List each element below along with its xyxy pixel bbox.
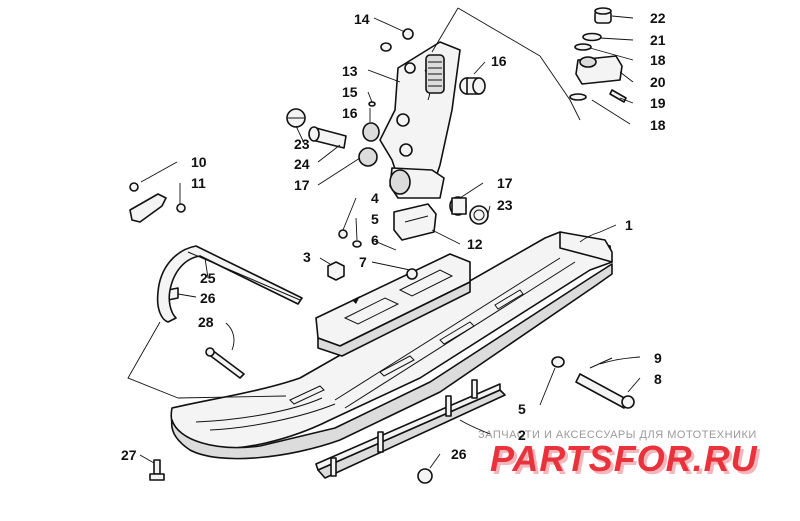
wear-bar (315, 379, 506, 479)
callout-3: 3 (303, 249, 311, 265)
ski-body (170, 231, 613, 460)
callout-16-upper: 16 (491, 53, 507, 69)
callout-26-lower: 26 (451, 446, 467, 462)
callout-10: 10 (191, 154, 207, 170)
callout-19: 19 (650, 95, 666, 111)
callout-18-lower: 18 (650, 117, 666, 133)
watermark-logo-shadow: PARTSFOR.RU (493, 441, 761, 482)
callout-4: 4 (371, 190, 379, 206)
watermark-tagline: ЗАПЧАСТИ И АКСЕССУАРЫ ДЛЯ МОТОТЕХНИКИ (478, 429, 757, 441)
callout-14: 14 (354, 11, 370, 27)
callout-17-right: 17 (497, 175, 513, 191)
callout-8: 8 (654, 371, 662, 387)
callout-22: 22 (650, 10, 666, 26)
callout-11: 11 (191, 175, 206, 191)
callout-12: 12 (467, 236, 483, 252)
callout-26-upper: 26 (200, 290, 216, 306)
leader-lines (139, 15, 641, 469)
stop-block (393, 203, 437, 241)
watermark: ЗАПЧАСТИ И АКСЕССУАРЫ ДЛЯ МОТОТЕХНИКИ PA… (478, 429, 761, 482)
callout-18-upper: 18 (650, 52, 666, 68)
callout-20: 20 (650, 74, 666, 90)
spindle-arm (379, 41, 461, 199)
callout-labels: 1 2 3 4 5 5 6 7 8 9 10 11 12 13 14 15 16… (121, 10, 666, 463)
callout-23-right: 23 (497, 197, 513, 213)
callout-7: 7 (359, 254, 367, 270)
fasteners (149, 28, 635, 484)
callout-15: 15 (342, 84, 358, 100)
callout-25: 25 (200, 270, 216, 286)
ski-handle (156, 245, 303, 323)
callout-24: 24 (294, 156, 310, 172)
callout-9: 9 (654, 350, 662, 366)
callout-23-left: 23 (294, 136, 310, 152)
callout-5-upper: 5 (371, 211, 379, 227)
callout-17-left: 17 (294, 177, 310, 193)
callout-5-lower: 5 (518, 401, 526, 417)
callout-1: 1 (625, 217, 633, 233)
callout-21: 21 (650, 32, 666, 48)
shock-mount (569, 7, 627, 103)
tie-down-bracket (129, 182, 186, 223)
callout-28: 28 (198, 314, 214, 330)
assembly-lines (127, 7, 581, 399)
bushings (286, 77, 489, 225)
callout-2: 2 (518, 427, 526, 443)
ski-saddle (315, 253, 471, 357)
watermark-logo: PARTSFOR.RU (490, 438, 758, 479)
callout-6: 6 (371, 232, 379, 248)
callout-16-lower: 16 (342, 105, 358, 121)
callout-13: 13 (342, 63, 358, 79)
callout-27: 27 (121, 447, 137, 463)
